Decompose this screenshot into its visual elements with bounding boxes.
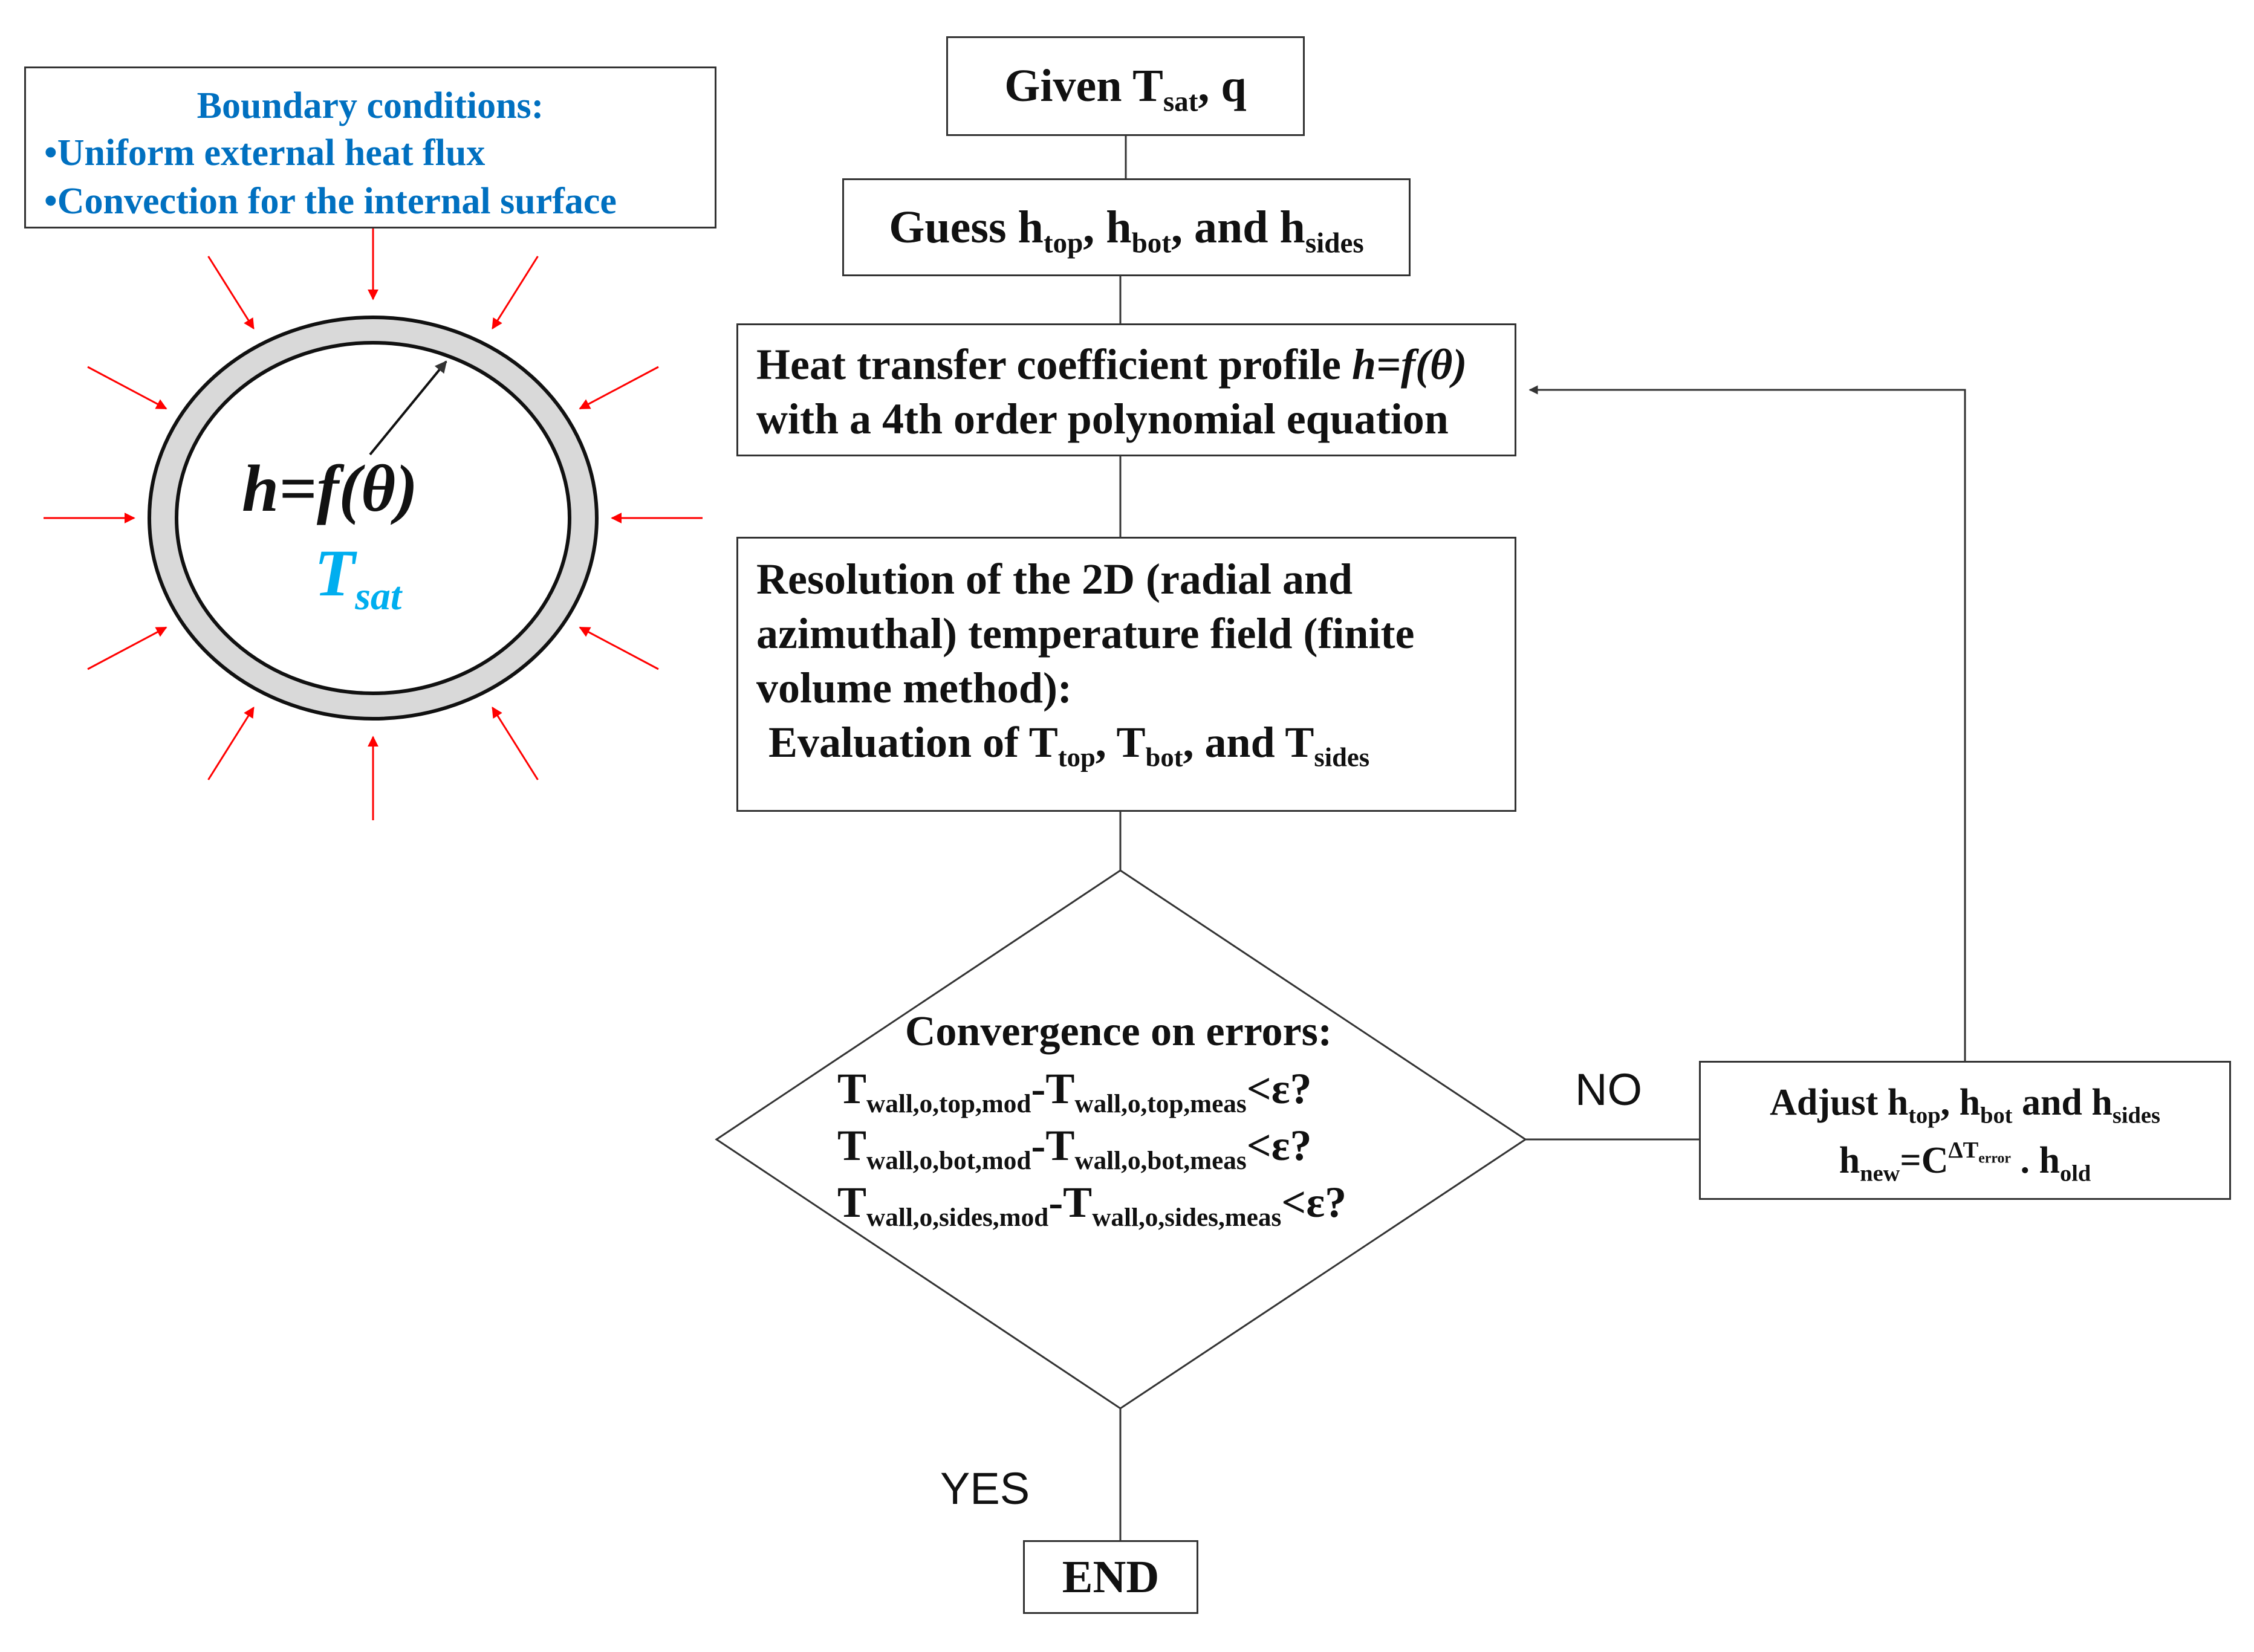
resolution-evaluation-line: Evaluation of Ttop, Tbot, and Tsides	[768, 718, 1370, 773]
heat-flux-arrow	[492, 706, 539, 780]
heat-flux-arrow	[492, 256, 539, 330]
feedback-loop-arrow	[1528, 385, 1966, 1061]
heat-flux-arrow	[579, 366, 659, 410]
end-box: END	[1023, 1540, 1198, 1614]
heat-flux-arrow	[207, 706, 255, 780]
heat-flux-arrow	[87, 626, 167, 670]
adjust-coefficients-box: Adjust htop, hbot and hsides hnew=CΔTerr…	[1699, 1061, 2231, 1200]
given-inputs-box: Given Tsat, q	[946, 36, 1305, 136]
heat-transfer-coefficient-label: h=f(θ)	[242, 452, 418, 525]
pipe-inner-surface	[175, 341, 571, 695]
convergence-criterion-top: Twall,o,top,mod-Twall,o,top,meas<ε?	[837, 1064, 1312, 1119]
guess-coefficients-box: Guess htop, hbot, and hsides	[842, 178, 1411, 276]
saturation-temperature-label: Tsat	[314, 536, 402, 619]
given-text: Given Tsat, q	[1004, 60, 1247, 118]
guess-text: Guess htop, hbot, and hsides	[889, 201, 1364, 259]
boundary-condition-item: •Convection for the internal surface	[44, 181, 617, 222]
radius-arrow	[369, 360, 447, 456]
heat-flux-arrow	[579, 626, 659, 670]
yes-branch-label: YES	[940, 1463, 1030, 1514]
boundary-conditions-box: Boundary conditions: •Uniform external h…	[24, 66, 716, 228]
htc-profile-box: Heat transfer coefficient profile h=f(θ)…	[736, 323, 1516, 456]
htc-line-2: with a 4th order polynomial equation	[756, 395, 1449, 443]
no-branch-label: NO	[1575, 1064, 1642, 1115]
convergence-criteria: Convergence on errors: Twall,o,top,mod-T…	[786, 1003, 1451, 1231]
boundary-conditions-title: Boundary conditions:	[196, 85, 544, 126]
convergence-title: Convergence on errors:	[905, 1008, 1333, 1055]
boundary-condition-item: •Uniform external heat flux	[44, 132, 486, 173]
heat-flux-arrow	[87, 366, 167, 410]
adjust-line: Adjust htop, hbot and hsides	[1770, 1082, 2160, 1129]
adjust-formula: hnew=CΔTerror . hold	[1839, 1138, 2091, 1187]
convergence-criterion-bot: Twall,o,bot,mod-Twall,o,bot,meas<ε?	[837, 1121, 1312, 1176]
resolution-line-3: volume method):	[756, 664, 1072, 712]
temperature-field-resolution-box: Resolution of the 2D (radial and azimuth…	[736, 537, 1516, 812]
convergence-criterion-sides: Twall,o,sides,mod-Twall,o,sides,meas<ε?	[837, 1178, 1347, 1233]
resolution-line-1: Resolution of the 2D (radial and	[756, 555, 1353, 603]
resolution-line-2: azimuthal) temperature field (finite	[756, 609, 1415, 658]
heat-flux-arrows	[44, 216, 703, 820]
htc-line-1: Heat transfer coefficient profile h=f(θ)	[756, 340, 1467, 389]
heat-flux-arrow	[207, 256, 255, 330]
